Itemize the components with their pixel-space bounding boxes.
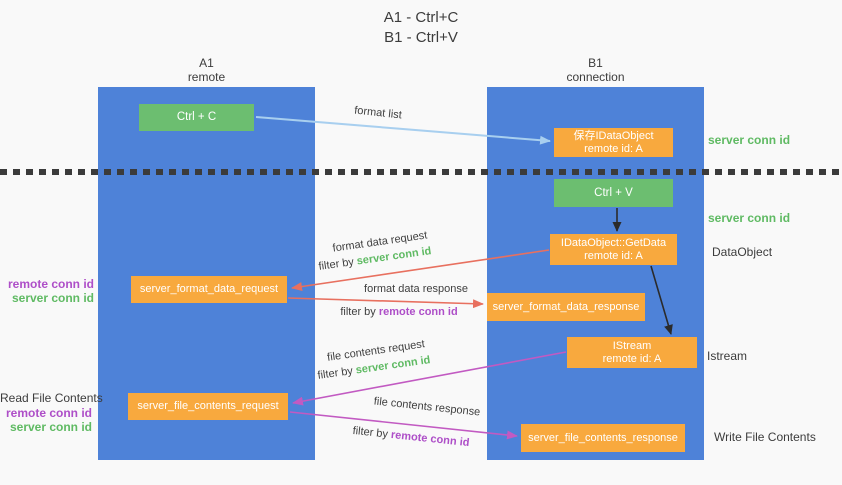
label-dataobject: DataObject (712, 245, 773, 259)
label-read-file-contents: Read File Contents (0, 391, 103, 405)
right-column-name: B1 (588, 56, 603, 70)
node-server-format-data-request: server_format_data_request (131, 276, 287, 303)
label-istream: Istream (707, 349, 748, 363)
filter4-value: remote conn id (390, 428, 470, 450)
node-getdata-line1: IDataObject::GetData (560, 236, 667, 249)
label-format-list: format list (353, 104, 403, 122)
node-ctrl-v: Ctrl + V (554, 179, 673, 207)
node-file-response-label: server_file_contents_response (528, 431, 678, 444)
filter1-prefix: filter by (317, 255, 358, 273)
node-istream-line2: remote id: A (602, 352, 662, 365)
node-ctrl-c-label: Ctrl + C (176, 111, 217, 123)
filter2-value: remote conn id (378, 306, 458, 318)
node-getdata-line2: remote id: A (584, 249, 643, 262)
filter4-prefix: filter by (352, 424, 392, 441)
label-server-conn-id-top: server conn id (708, 133, 791, 147)
diagram-title: A1 - Ctrl+C B1 - Ctrl+V (0, 8, 842, 48)
node-format-response-label: server_format_data_response (492, 300, 640, 313)
left-column-name: A1 (199, 56, 214, 70)
node-server-file-contents-request: server_file_contents_request (128, 393, 288, 420)
node-file-request-label: server_file_contents_request (137, 400, 279, 412)
label-server-conn-id-mid: server conn id (708, 211, 791, 225)
node-idataobject-getdata: IDataObject::GetData remote id: A (550, 234, 677, 265)
label-server-conn-id-1: server conn id (11, 291, 94, 305)
label-remote-conn-id-2: remote conn id (5, 406, 92, 420)
filter3-prefix: filter by (316, 364, 357, 382)
label-server-conn-id-2: server conn id (9, 420, 92, 434)
machine-boundary-dotted-line (0, 169, 842, 175)
filter2-prefix: filter by (340, 306, 379, 318)
left-column-header: A1 remote (98, 56, 315, 84)
label-group-format: remote conn id server conn id (0, 277, 94, 305)
arrow-format-data-response (287, 297, 484, 309)
node-istream-line1: IStream (612, 339, 652, 352)
node-istream: IStream remote id: A (567, 337, 697, 368)
label-filter-by-remote-conn-id-2: filter by remote conn id (352, 425, 470, 449)
node-ctrl-v-label: Ctrl + V (594, 186, 633, 199)
node-server-file-contents-response: server_file_contents_response (521, 424, 685, 452)
node-server-format-data-response: server_format_data_response (487, 293, 645, 321)
node-format-request-label: server_format_data_request (139, 283, 279, 295)
title-line-1: A1 - Ctrl+C (383, 9, 459, 26)
node-save-idataobject-line1: 保存IDataObject (573, 129, 654, 142)
label-group-file: remote conn id server conn id (0, 406, 92, 434)
label-remote-conn-id-1: remote conn id (7, 277, 94, 291)
right-column-role: connection (566, 70, 625, 84)
node-save-idataobject-line2: remote id: A (584, 142, 643, 155)
node-save-idataobject: 保存IDataObject remote id: A (554, 128, 673, 157)
label-filter-by-remote-conn-id-1: filter by remote conn id (340, 306, 457, 318)
label-file-contents-response: file contents response (373, 395, 481, 419)
left-column-role: remote (187, 70, 226, 84)
title-line-2: B1 - Ctrl+V (384, 29, 458, 46)
label-write-file-contents: Write File Contents (714, 430, 816, 444)
label-format-data-response: format data response (364, 283, 468, 295)
node-ctrl-c: Ctrl + C (139, 104, 254, 131)
right-column-header: B1 connection (487, 56, 704, 84)
